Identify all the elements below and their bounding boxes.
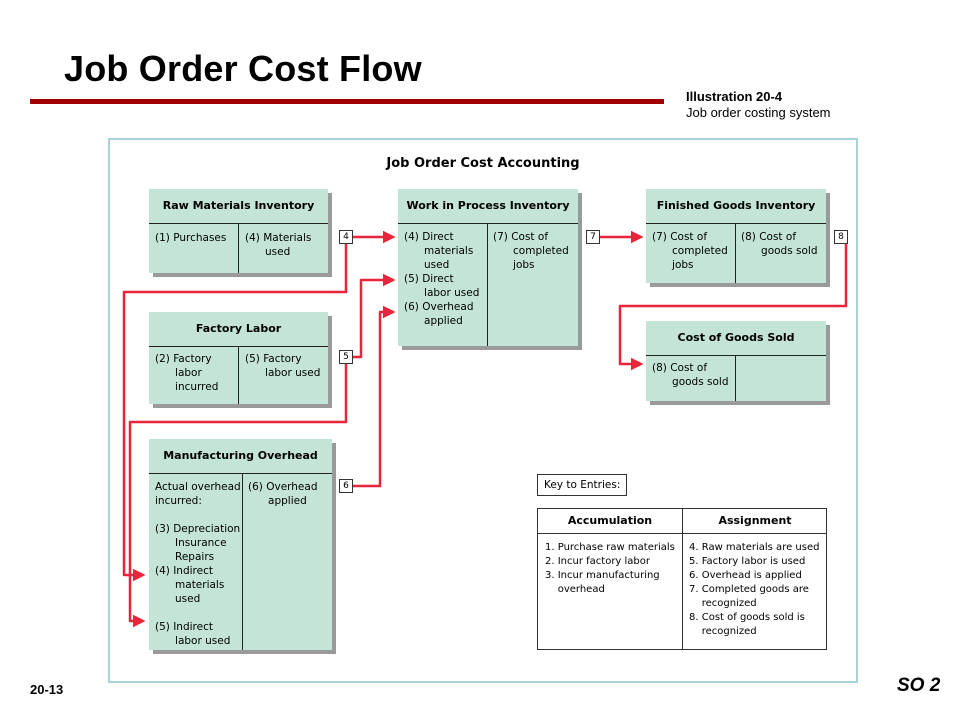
key-column-divider bbox=[682, 509, 683, 649]
key-accumulation-item: 3. Incur manufacturing bbox=[545, 570, 660, 581]
key-accumulation-item: overhead bbox=[545, 584, 605, 595]
debit-entries: (2) Factory labor incurred bbox=[155, 353, 219, 393]
debit-entries: (8) Cost of goods sold bbox=[652, 362, 729, 388]
account-title: Factory Labor bbox=[195, 322, 282, 335]
t-account-divider bbox=[238, 223, 239, 273]
account-finished-goods-inventory: Finished Goods Inventory (7) Cost of com… bbox=[646, 189, 826, 283]
t-account-divider bbox=[242, 473, 243, 650]
illustration-number: Illustration 20-4 bbox=[686, 89, 783, 104]
account-cost-of-goods-sold: Cost of Goods Sold (8) Cost of goods sol… bbox=[646, 321, 826, 401]
flow-line-8 bbox=[618, 237, 848, 371]
account-work-in-process-inventory: Work in Process Inventory (4) Direct mat… bbox=[398, 189, 578, 346]
t-account-divider bbox=[238, 346, 239, 404]
account-title: Raw Materials Inventory bbox=[162, 199, 315, 212]
account-title: Work in Process Inventory bbox=[406, 199, 570, 212]
flow-line-6 bbox=[352, 305, 396, 488]
entry-marker-6: 6 bbox=[339, 479, 353, 493]
debit-entries: (1) Purchases bbox=[155, 232, 227, 244]
page-title: Job Order Cost Flow bbox=[64, 48, 422, 89]
key-assignment-header: Assignment bbox=[718, 514, 792, 527]
key-accumulation-header: Accumulation bbox=[567, 514, 653, 527]
entry-marker-4: 4 bbox=[339, 230, 353, 244]
t-account-divider bbox=[735, 223, 736, 283]
debit-entries: (4) Direct materials used (5) Direct lab… bbox=[404, 231, 480, 327]
flow-line-5-direct bbox=[352, 273, 396, 359]
credit-entries: (4) Materials used bbox=[245, 232, 312, 258]
key-accumulation-item: 1. Purchase raw materials bbox=[545, 542, 675, 553]
key-label: Key to Entries: bbox=[537, 474, 627, 496]
credit-entries: (8) Cost of goods sold bbox=[741, 231, 818, 257]
t-account-rule bbox=[646, 223, 826, 224]
diagram-title: Job Order Cost Accounting bbox=[386, 156, 580, 171]
key-accumulation-list: 1. Purchase raw materials 2. Incur facto… bbox=[545, 541, 675, 597]
debit-entries: (7) Cost of completed jobs bbox=[652, 231, 728, 271]
account-manufacturing-overhead: Manufacturing Overhead Actual overhead i… bbox=[149, 439, 332, 650]
credit-entries: (6) Overhead applied bbox=[248, 481, 318, 507]
key-assignment-item: recognized bbox=[689, 626, 757, 637]
illustration-caption: Job order costing system bbox=[686, 105, 831, 120]
entry-marker-7: 7 bbox=[586, 230, 600, 244]
credit-entries: (7) Cost of completed jobs bbox=[493, 231, 569, 271]
page-number: 20-13 bbox=[30, 682, 64, 697]
t-account-divider bbox=[735, 355, 736, 401]
credit-entries: (5) Factory labor used bbox=[245, 353, 321, 379]
key-assignment-item: recognized bbox=[689, 598, 757, 609]
t-account-rule bbox=[398, 223, 578, 224]
t-account-rule bbox=[646, 355, 826, 356]
key-assignment-item: 8. Cost of goods sold is bbox=[689, 612, 805, 623]
debit-entries: Actual overhead incurred: (3) Depreciati… bbox=[155, 481, 241, 647]
key-table: Accumulation Assignment 1. Purchase raw … bbox=[537, 508, 827, 650]
t-account-rule bbox=[149, 473, 332, 474]
account-title: Finished Goods Inventory bbox=[656, 199, 816, 212]
key-assignment-item: 5. Factory labor is used bbox=[689, 556, 806, 567]
key-assignment-list: 4. Raw materials are used 5. Factory lab… bbox=[689, 541, 819, 639]
t-account-divider bbox=[487, 223, 488, 346]
title-underline bbox=[30, 99, 664, 104]
study-objective: SO 2 bbox=[897, 675, 941, 696]
key-assignment-item: 4. Raw materials are used bbox=[689, 542, 820, 553]
entry-marker-5: 5 bbox=[339, 350, 353, 364]
key-assignment-item: 6. Overhead is applied bbox=[689, 570, 802, 581]
account-raw-materials-inventory: Raw Materials Inventory (1) Purchases (4… bbox=[149, 189, 328, 273]
account-title: Manufacturing Overhead bbox=[163, 449, 318, 462]
illustration-reference: Illustration 20-4 Job order costing syst… bbox=[686, 89, 831, 121]
entry-marker-8: 8 bbox=[834, 230, 848, 244]
key-assignment-item: 7. Completed goods are bbox=[689, 584, 809, 595]
flow-line-5-indirect bbox=[128, 363, 348, 628]
key-accumulation-item: 2. Incur factory labor bbox=[545, 556, 651, 567]
account-title: Cost of Goods Sold bbox=[677, 331, 795, 344]
account-factory-labor: Factory Labor (2) Factory labor incurred… bbox=[149, 312, 328, 404]
